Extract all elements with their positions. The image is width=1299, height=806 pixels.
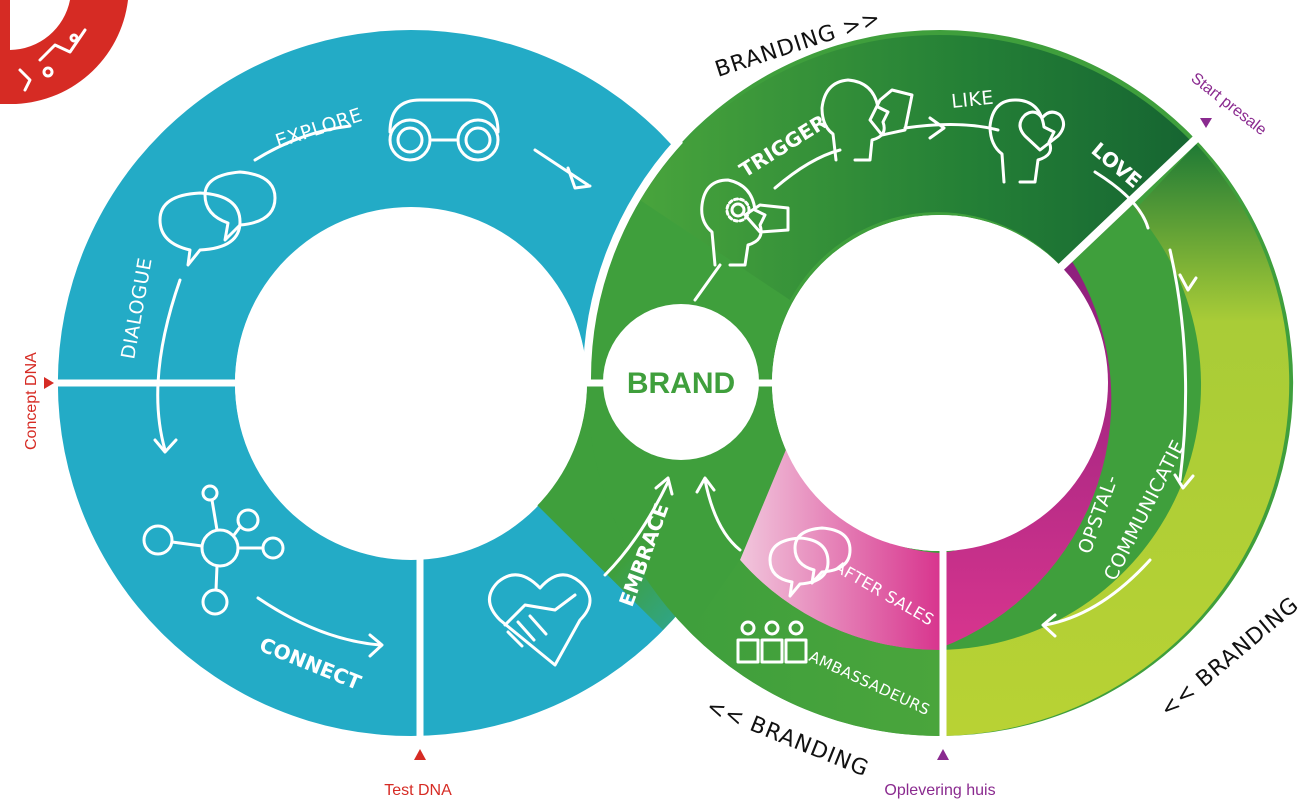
binoculars-trail: [533, 148, 590, 187]
network-icon: [142, 484, 285, 616]
connect-arrow: [368, 633, 384, 658]
head-thumbsup-icon: [820, 78, 914, 162]
after-sales-bubbles-icon: [768, 526, 852, 598]
oplevering-huis-marker: Oplevering huis: [884, 749, 996, 799]
concept-dna-triangle: [44, 377, 54, 389]
head-touch-icon: [700, 178, 790, 267]
like-arrow: [928, 116, 946, 140]
dialogue-arrow: [153, 438, 178, 454]
brand-circle: [603, 304, 759, 460]
like-label: LIKE: [950, 87, 995, 113]
opstal-line: [1168, 248, 1188, 482]
binoculars-icon: [388, 98, 500, 162]
flow-lines: [153, 116, 1198, 658]
after-sales-band: [740, 440, 940, 651]
binoculars-arrow: [566, 166, 592, 190]
opstal-bottom-line: [1043, 558, 1152, 627]
test-dna-label: Test DNA: [384, 782, 452, 799]
oplevering-huis-triangle: [937, 749, 949, 760]
start-presale-triangle: [1200, 118, 1212, 128]
brand-label: BRAND: [627, 367, 735, 400]
opstal-arrow-1: [1178, 273, 1198, 292]
trigger-like-love-band: [640, 34, 1190, 301]
ambassadeurs-band: [690, 560, 940, 736]
embrace-arrow-1: [654, 476, 674, 496]
oplevering-huis-label: Oplevering huis: [884, 782, 995, 799]
dialogue-line: [156, 278, 182, 452]
right-separator-diagonal: [1057, 132, 1203, 271]
handshake-heart-icon: [488, 573, 592, 667]
trigger-line: [693, 263, 722, 302]
start-presale-label: Start presale: [1188, 70, 1270, 139]
embrace-arrow-2: [695, 476, 716, 494]
test-dna-marker: Test DNA: [384, 749, 452, 799]
love-down-line: [1093, 170, 1150, 230]
embrace-line-2: [703, 478, 742, 552]
embrace-line-1: [603, 480, 670, 577]
brand-center: BRAND: [587, 304, 780, 460]
loop-gap: [582, 137, 683, 384]
concept-dna-label: Concept DNA: [23, 352, 40, 450]
concept-dna-marker: Concept DNA: [23, 352, 54, 450]
branding-lime-band: [940, 144, 1290, 736]
opstal-arrow-2: [1173, 473, 1195, 490]
start-presale-marker: Start presale: [1188, 70, 1270, 139]
thumbnail-sketch-icon: [18, 28, 87, 92]
people-icon: [736, 620, 808, 664]
opstal-bottom-arrow: [1041, 613, 1057, 638]
speech-bubbles-icon: [158, 170, 277, 267]
head-heart-icon: [988, 98, 1065, 184]
opstal-band: [940, 258, 1112, 648]
corner-red-thumbnail: [0, 0, 128, 105]
explore-line: [253, 124, 352, 162]
test-dna-triangle: [414, 749, 426, 760]
connect-line: [256, 596, 382, 647]
left-inner-hole: [235, 207, 587, 559]
right-inner-hole: [772, 215, 1108, 551]
